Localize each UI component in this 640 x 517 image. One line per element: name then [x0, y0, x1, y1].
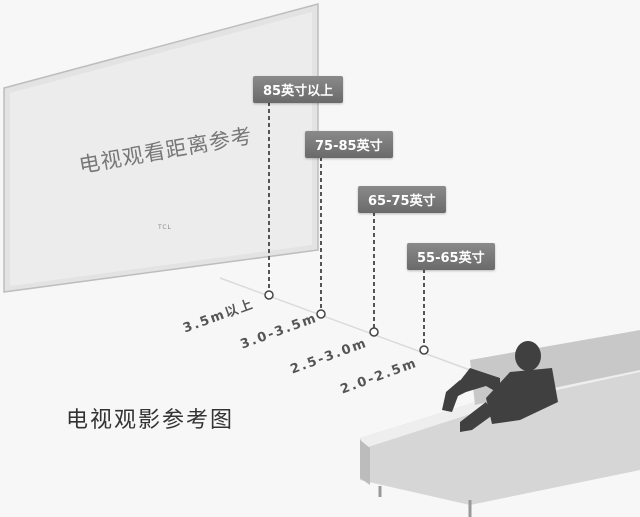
floor-markers: [264, 290, 429, 355]
marker-85: [264, 290, 274, 300]
marker-55: [419, 345, 429, 355]
size-tag-85: 85英寸以上: [253, 76, 344, 103]
floor-line: [219, 277, 471, 371]
tv-brand-logo: TCL: [158, 224, 172, 231]
marker-65: [369, 327, 379, 337]
size-tag-55-65: 55-65英寸: [407, 243, 495, 270]
size-tag-75-85: 75-85英寸: [305, 131, 393, 158]
page-heading: 电视观影参考图: [66, 408, 235, 433]
size-tag-65-75: 65-75英寸: [358, 186, 446, 213]
marker-75: [316, 309, 326, 319]
person-silhouette: [442, 341, 558, 432]
tv-screen: [3, 3, 319, 293]
sofa: [360, 330, 640, 517]
leader-lines: [268, 95, 425, 350]
